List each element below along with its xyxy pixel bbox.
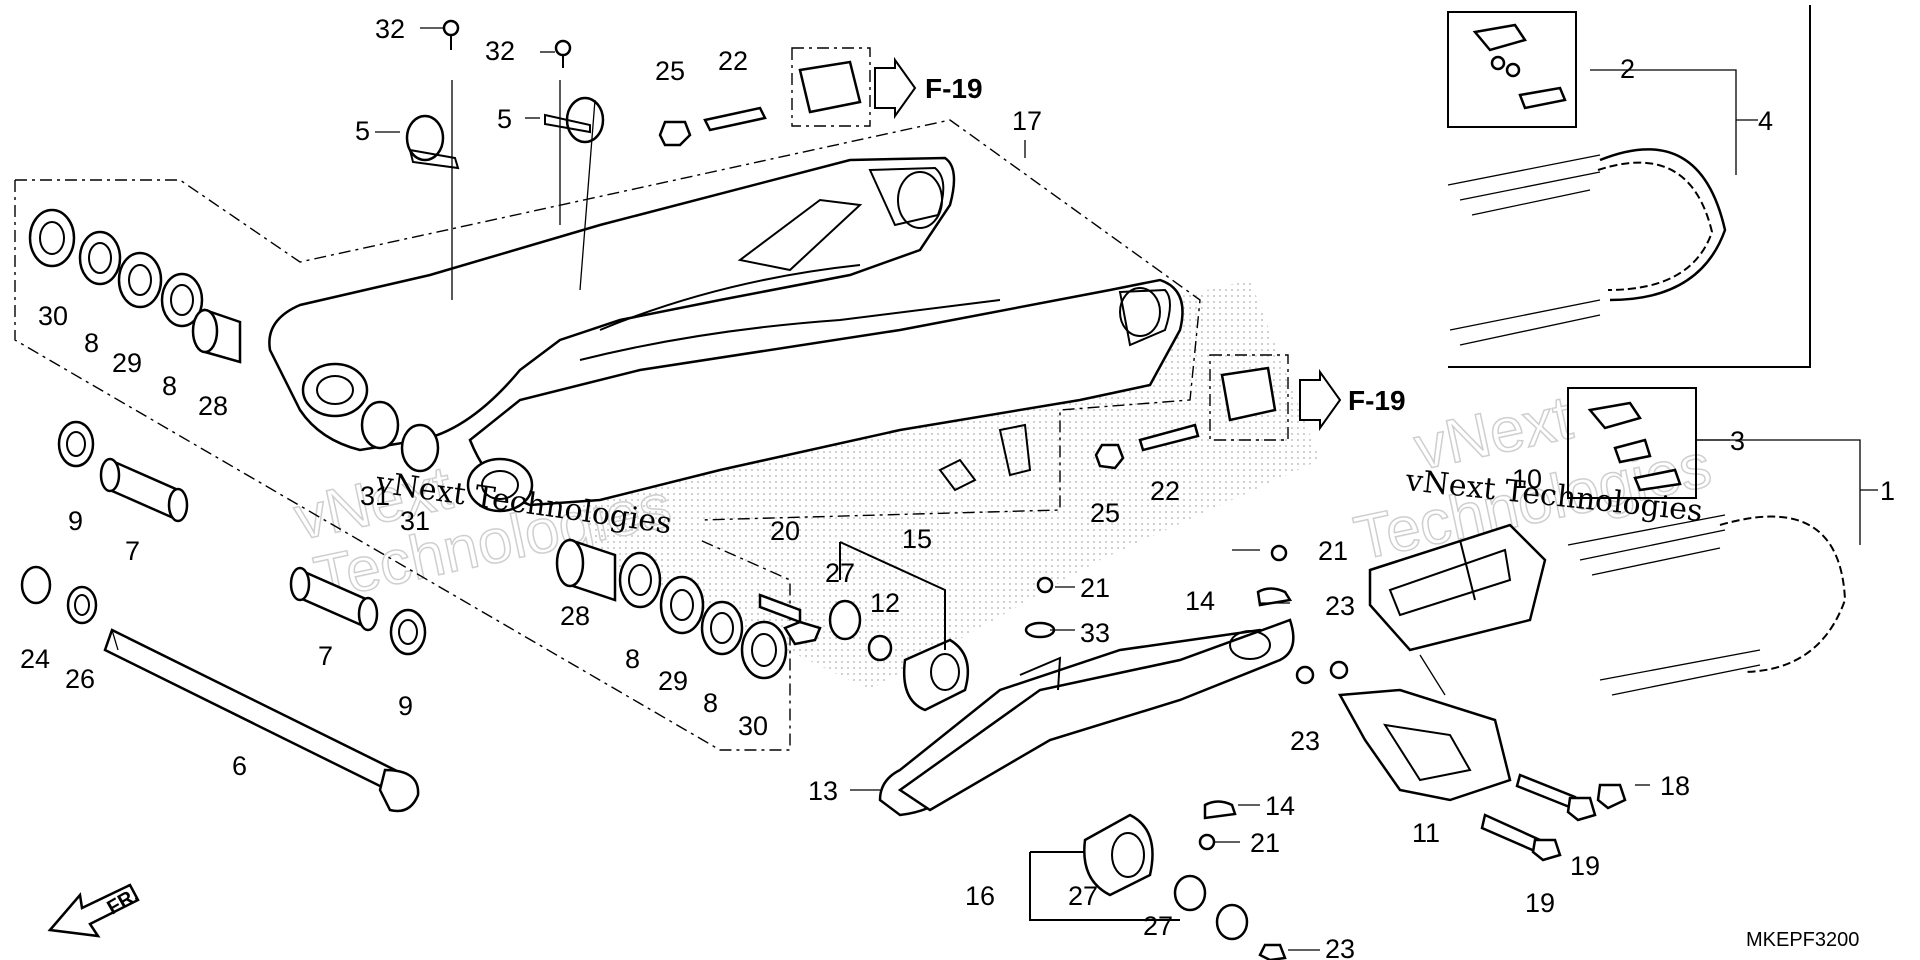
callout-27-b: 27 <box>1068 881 1098 911</box>
callout-29-a: 29 <box>112 348 142 378</box>
callout-21-c: 21 <box>1318 536 1348 566</box>
callout-27-a: 27 <box>825 558 855 588</box>
callout-5-b: 5 <box>497 104 512 134</box>
callout-9-b: 9 <box>398 691 413 721</box>
callout-22-a: 22 <box>718 46 748 76</box>
callout-3: 3 <box>1730 426 1745 456</box>
callout-32-a: 32 <box>375 14 405 44</box>
callout-31-b: 31 <box>400 506 430 536</box>
callout-7-a: 7 <box>125 536 140 566</box>
ref-f19-mid: F-19 <box>1348 385 1406 416</box>
front-direction-arrow: FR. <box>47 883 142 938</box>
callout-5-a: 5 <box>355 116 370 146</box>
chain-set-mid <box>1567 387 1847 696</box>
callout-12: 12 <box>870 588 900 618</box>
callout-8-b: 8 <box>162 371 177 401</box>
pivot-bolt <box>103 628 420 813</box>
callout-8-c: 8 <box>625 644 640 674</box>
callout-16: 16 <box>965 881 995 911</box>
leader-lines <box>375 27 1878 951</box>
callout-8-a: 8 <box>84 328 99 358</box>
callout-25-b: 25 <box>1090 498 1120 528</box>
callout-23-c: 23 <box>1290 726 1320 756</box>
callout-33: 33 <box>1080 618 1110 648</box>
callout-20: 20 <box>770 516 800 546</box>
reference-block-mid: F-19 <box>1209 354 1406 441</box>
callout-11: 11 <box>1412 818 1440 848</box>
callout-9-a: 9 <box>68 506 83 536</box>
callout-23-a: 23 <box>1325 934 1355 960</box>
callout-10: 10 <box>1512 464 1542 494</box>
chain-guide-plate <box>1295 660 1627 862</box>
callout-8-d: 8 <box>703 688 718 718</box>
chain-guide <box>1368 523 1547 652</box>
bracket-15 <box>839 541 946 650</box>
callout-21-a: 21 <box>1080 573 1110 603</box>
swingarm-part <box>268 156 1184 513</box>
pivot-bearing-set-left <box>28 208 440 473</box>
swingarm-group-outline <box>15 119 1201 521</box>
callout-32-b: 32 <box>485 36 515 66</box>
callout-15: 15 <box>902 524 932 554</box>
pivot-collars <box>20 420 427 656</box>
ref-f19-top: F-19 <box>925 73 983 104</box>
reference-block-top: F-19 <box>791 47 983 127</box>
upper-roller-assy <box>758 593 970 712</box>
callout-7-b: 7 <box>318 641 333 671</box>
callout-14-a: 14 <box>1265 791 1295 821</box>
pivot-bearing-set-right <box>555 538 788 680</box>
callout-28-b: 28 <box>560 601 590 631</box>
callout-19-b: 19 <box>1525 888 1555 918</box>
callout-28-a: 28 <box>198 391 228 421</box>
callout-4: 4 <box>1758 106 1773 136</box>
adjuster-hardware <box>658 106 1200 470</box>
slider-hardware <box>1024 544 1293 851</box>
callout-19-a: 19 <box>1570 851 1600 881</box>
pivot-group-outline <box>14 180 791 751</box>
callout-29-b: 29 <box>658 666 688 696</box>
callout-21-b: 21 <box>1250 828 1280 858</box>
callout-23-b: 23 <box>1325 591 1355 621</box>
callout-18: 18 <box>1660 771 1690 801</box>
callout-24: 24 <box>20 644 50 674</box>
callout-13: 13 <box>808 776 838 806</box>
callout-30-b: 30 <box>738 711 768 741</box>
callout-26: 26 <box>65 664 95 694</box>
callout-2: 2 <box>1620 54 1635 84</box>
chain-set-top <box>1447 5 1811 368</box>
chain-slider <box>878 618 1295 817</box>
callout-22-b: 22 <box>1150 476 1180 506</box>
callout-27-c: 27 <box>1143 911 1173 941</box>
lower-roller-assy <box>1029 813 1287 960</box>
callout-14-b: 14 <box>1185 586 1215 616</box>
callout-6: 6 <box>232 751 247 781</box>
diagram-code: MKEPF3200 <box>1746 929 1859 951</box>
callout-numbers: 32 32 25 22 17 5 5 30 8 29 8 28 31 31 9 … <box>20 14 1895 960</box>
callout-25-a: 25 <box>655 56 685 86</box>
callout-31-a: 31 <box>360 481 390 511</box>
callout-17: 17 <box>1012 106 1042 136</box>
callout-1: 1 <box>1880 476 1895 506</box>
callout-30-a: 30 <box>38 301 68 331</box>
